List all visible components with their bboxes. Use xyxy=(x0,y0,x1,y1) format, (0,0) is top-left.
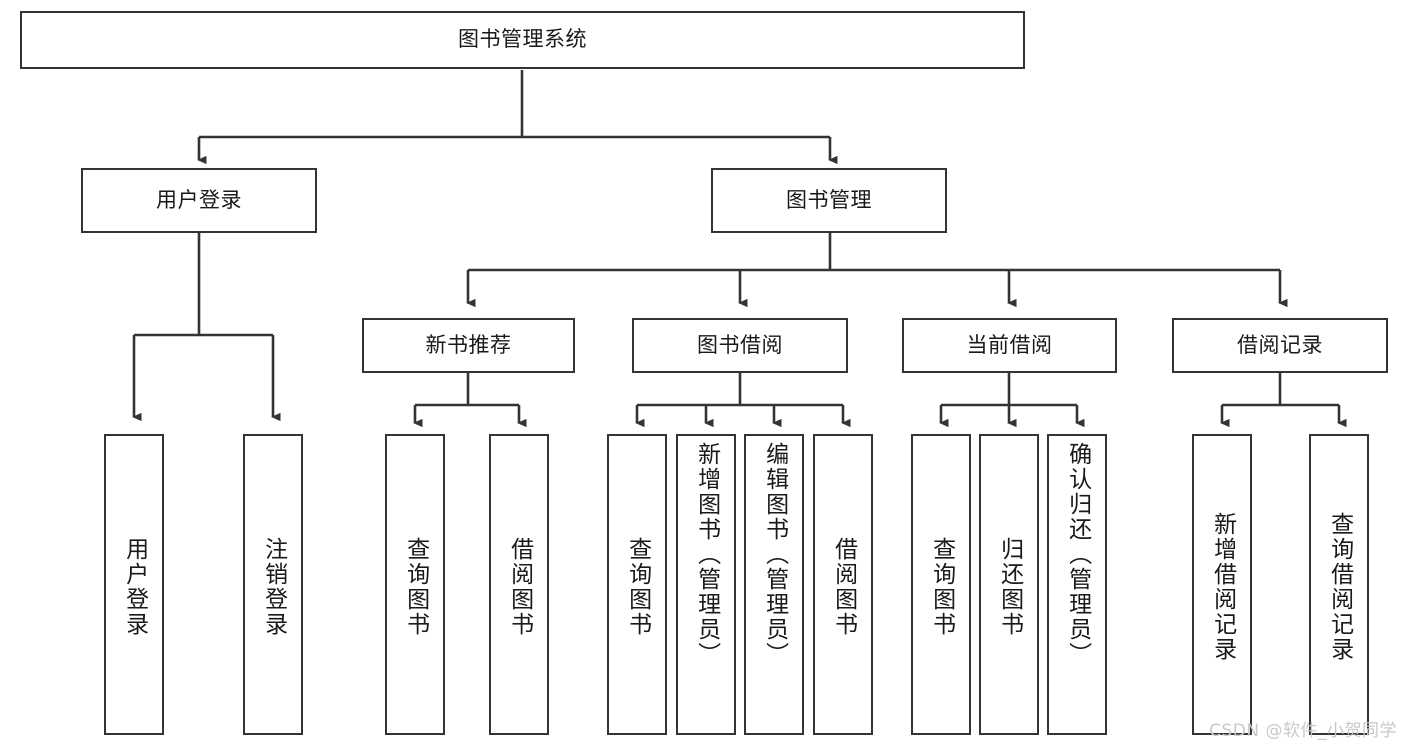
leaf-confirm-return[interactable]: 确认归还（管理员） xyxy=(1047,434,1107,735)
leaf-query-book-3[interactable]: 查询图书 xyxy=(911,434,971,735)
leaf-user-login[interactable]: 用户登录 xyxy=(104,434,164,735)
node-current-borrow[interactable]: 当前借阅 xyxy=(902,318,1117,373)
leaf-query-book-3-label: 查询图书 xyxy=(928,536,955,637)
leaf-query-book-1-label: 查询图书 xyxy=(402,536,429,637)
node-root-label: 图书管理系统 xyxy=(458,27,587,52)
node-new-book-rec[interactable]: 新书推荐 xyxy=(362,318,575,373)
leaf-edit-book-label: 编辑图书（管理员） xyxy=(761,442,788,667)
node-borrow-record[interactable]: 借阅记录 xyxy=(1172,318,1388,373)
leaf-user-login-label: 用户登录 xyxy=(121,536,148,637)
node-user-login[interactable]: 用户登录 xyxy=(81,168,317,233)
node-book-manage[interactable]: 图书管理 xyxy=(711,168,947,233)
leaf-query-book-2[interactable]: 查询图书 xyxy=(607,434,667,735)
leaf-query-record-label: 查询借阅记录 xyxy=(1326,511,1353,662)
leaf-return-book-label: 归还图书 xyxy=(996,536,1023,637)
node-new-book-rec-label: 新书推荐 xyxy=(425,332,512,357)
leaf-query-book-2-label: 查询图书 xyxy=(624,536,651,637)
node-book-borrow-label: 图书借阅 xyxy=(697,332,783,357)
leaf-query-record[interactable]: 查询借阅记录 xyxy=(1309,434,1369,735)
leaf-borrow-book-1-label: 借阅图书 xyxy=(506,536,533,637)
node-book-borrow[interactable]: 图书借阅 xyxy=(632,318,848,373)
leaf-add-book[interactable]: 新增图书（管理员） xyxy=(676,434,736,735)
node-book-manage-label: 图书管理 xyxy=(786,187,872,212)
node-root[interactable]: 图书管理系统 xyxy=(20,11,1025,69)
leaf-return-book[interactable]: 归还图书 xyxy=(979,434,1039,735)
leaf-add-book-label: 新增图书（管理员） xyxy=(693,442,720,667)
leaf-query-book-1[interactable]: 查询图书 xyxy=(385,434,445,735)
leaf-borrow-book-2-label: 借阅图书 xyxy=(830,536,857,637)
leaf-borrow-book-2[interactable]: 借阅图书 xyxy=(813,434,873,735)
leaf-borrow-book-1[interactable]: 借阅图书 xyxy=(489,434,549,735)
leaf-edit-book[interactable]: 编辑图书（管理员） xyxy=(744,434,804,735)
leaf-logout[interactable]: 注销登录 xyxy=(243,434,303,735)
leaf-logout-label: 注销登录 xyxy=(260,536,287,637)
node-user-login-label: 用户登录 xyxy=(156,187,242,212)
leaf-add-record-label: 新增借阅记录 xyxy=(1209,511,1236,662)
leaf-add-record[interactable]: 新增借阅记录 xyxy=(1192,434,1252,735)
leaf-confirm-return-label: 确认归还（管理员） xyxy=(1064,442,1091,667)
node-current-borrow-label: 当前借阅 xyxy=(966,332,1053,357)
node-borrow-record-label: 借阅记录 xyxy=(1237,332,1323,357)
